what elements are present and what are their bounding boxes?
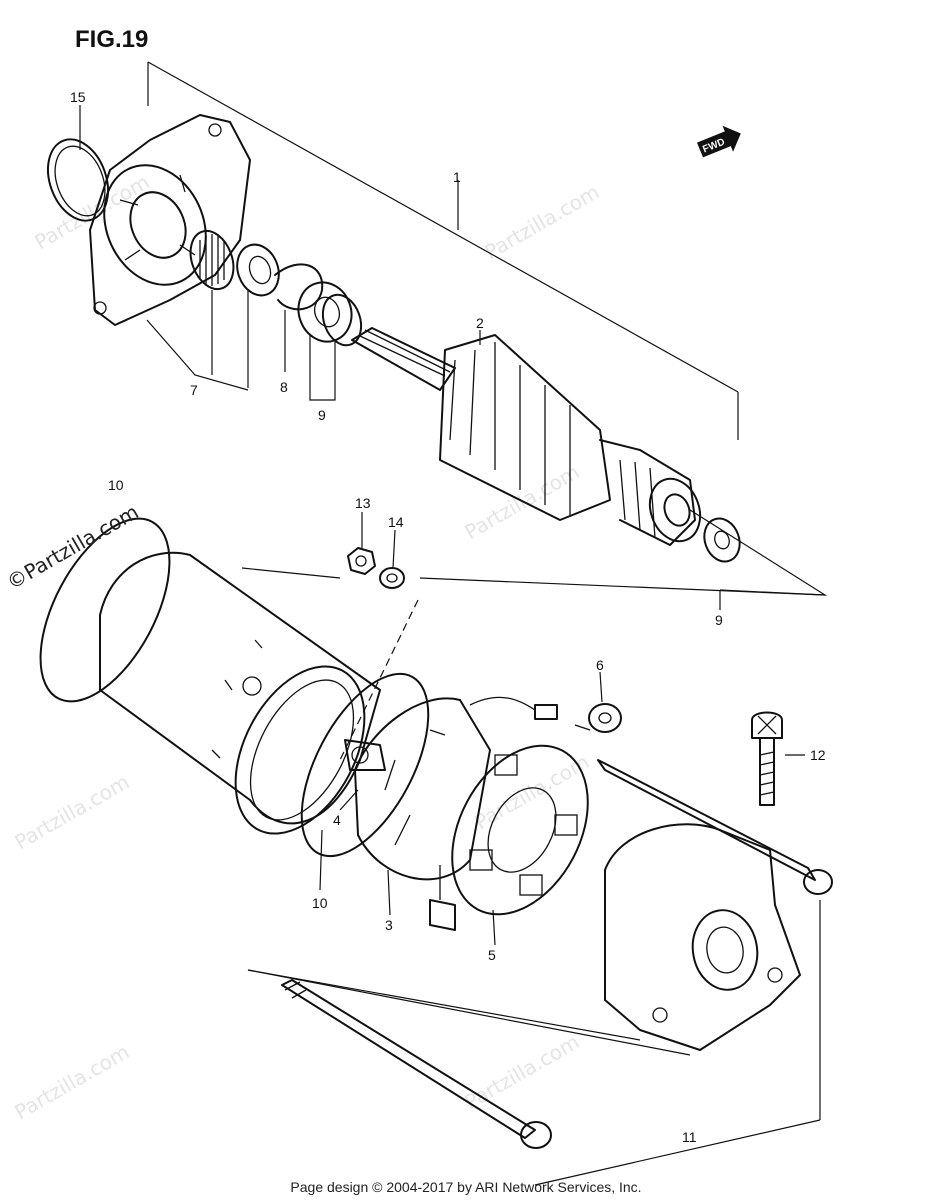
nut-part-13: [347, 547, 376, 575]
bolt-part-12: [751, 711, 783, 806]
snap-ring-part-8: [274, 263, 324, 311]
watermark: Partzilla.com: [481, 180, 604, 265]
o-ring-part-15: [47, 138, 109, 222]
callout-6: 6: [596, 657, 604, 673]
arrow-right-icon: [697, 125, 741, 158]
assembly-bracket-1: [147, 61, 739, 440]
watermark: Partzilla.com: [11, 1040, 134, 1125]
terminal-bolt-part-4: [344, 739, 386, 771]
through-bolt-lower: [281, 979, 552, 1149]
callout-9-upper: 9: [318, 407, 326, 423]
washer-part-9-right: [703, 517, 741, 563]
watermark: Partzilla.com: [461, 1030, 584, 1115]
callout-9-right: 9: [715, 612, 723, 628]
front-end-cover: [89, 114, 251, 326]
callout-8: 8: [280, 379, 288, 395]
o-ring-part-10-mid: [300, 672, 430, 858]
page-footer: Page design © 2004-2017 by ARI Network S…: [290, 1179, 641, 1195]
callout-12: 12: [810, 747, 826, 763]
leader-lines-9: [241, 509, 828, 596]
callout-15: 15: [70, 89, 86, 105]
callout-2: 2: [476, 315, 484, 331]
callout-5: 5: [488, 947, 496, 963]
callout-1: 1: [453, 169, 461, 185]
callout-leader-lines: [79, 105, 805, 946]
o-ring-part-10-top: [39, 517, 171, 703]
washer-pair-part-9: [297, 281, 363, 347]
bearing-group-7: [189, 229, 280, 297]
washer-part-14: [379, 567, 405, 589]
callout-3: 3: [385, 917, 393, 933]
terminal-part-6: [574, 703, 622, 733]
brush-plate-part-5: [451, 744, 589, 916]
copyright-watermark: ©Partzilla.com: [3, 500, 143, 595]
watermark: Partzilla.com: [11, 770, 134, 855]
callout-14: 14: [388, 514, 404, 530]
callout-11: 11: [682, 1129, 697, 1145]
armature-part-2: [351, 327, 702, 546]
dashed-alignment-line: [339, 599, 419, 761]
callout-4: 4: [333, 812, 341, 828]
callout-10-upper: 10: [108, 477, 124, 493]
yoke-housing: [99, 551, 381, 835]
callout-10-lower: 10: [312, 895, 328, 911]
callout-labels: 15 1 2 7 8 9 10 13 14 9 6 12 4 10 3 5 11: [70, 89, 826, 1145]
through-bolt-upper: [597, 759, 833, 895]
brush-lead-wire: [469, 696, 558, 720]
callout-13: 13: [355, 495, 371, 511]
callout-7: 7: [190, 382, 198, 398]
figure-title: FIG.19: [75, 26, 148, 53]
brush-holder-part-3: [354, 697, 491, 931]
assembly-bracket-11: [247, 900, 821, 1186]
fwd-direction-marker: FWD: [697, 125, 741, 158]
rear-end-cover: [604, 823, 801, 1051]
